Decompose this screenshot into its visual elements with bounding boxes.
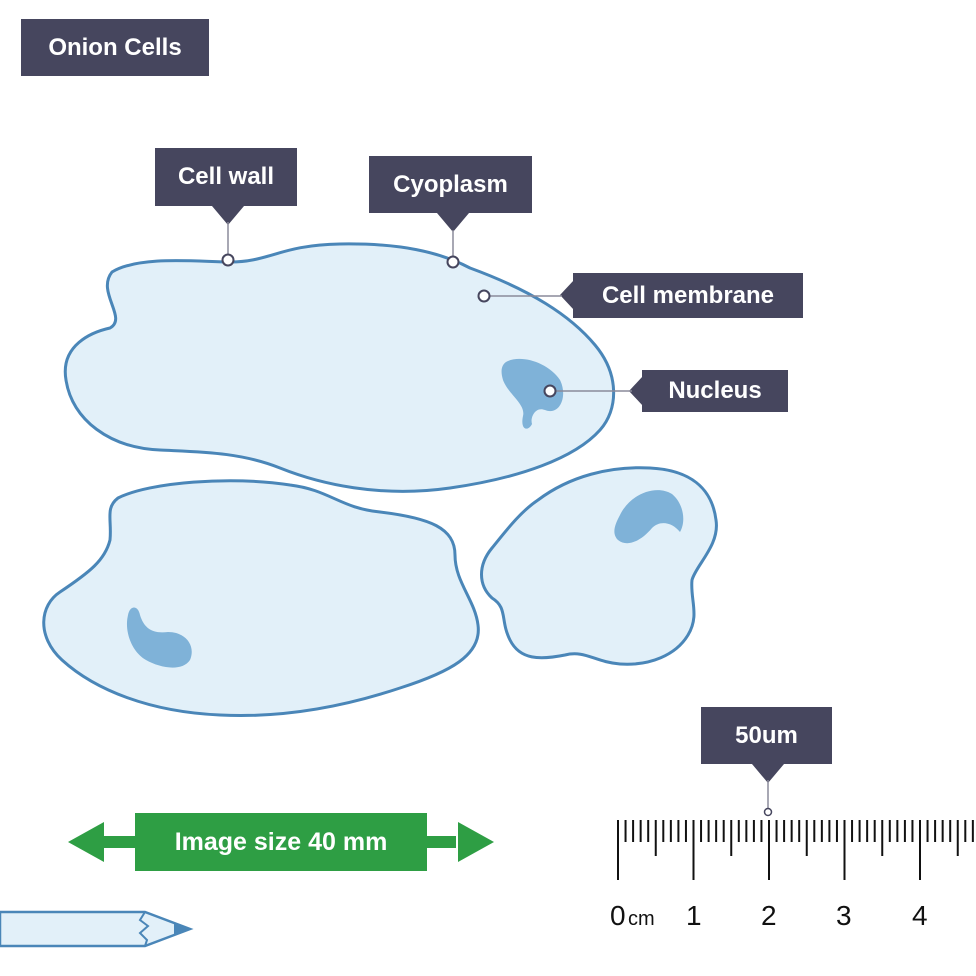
cell-wall-point: [221, 253, 235, 267]
ruler-unit-label: cm: [628, 908, 655, 930]
pencil-icon: [0, 910, 194, 948]
onion-cell-top: [63, 242, 616, 493]
cytoplasm-label: Cyoplasm: [369, 156, 532, 213]
cell-wall-label: Cell wall: [155, 148, 297, 206]
onion-cell-bottom-left: [42, 479, 480, 717]
cytoplasm-pointer: [437, 213, 469, 232]
scale-marker-point: [763, 807, 773, 817]
ruler-ticks: [617, 820, 974, 880]
image-size-label: Image size 40 mm: [135, 813, 427, 871]
scale-marker-label: 50um: [701, 707, 832, 764]
onion-cell-bottom-right: [480, 466, 718, 666]
nucleus-shape-top: [501, 358, 564, 429]
scale-marker-pointer: [752, 764, 784, 783]
cell-membrane-pointer: [560, 280, 574, 310]
cytoplasm-point: [446, 255, 460, 269]
nucleus-point: [543, 384, 557, 398]
ruler-number-4: 4: [912, 900, 928, 931]
nucleus-pointer: [629, 376, 643, 406]
cell-wall-pointer: [212, 206, 244, 225]
ruler-number-1: 1: [686, 900, 702, 931]
cell-membrane-label: Cell membrane: [573, 273, 803, 318]
nucleus-label: Nucleus: [642, 370, 788, 412]
title-label: Onion Cells: [21, 19, 209, 76]
nucleus-shape-bottom-left: [126, 607, 192, 668]
cell-membrane-point: [477, 289, 491, 303]
nucleus-shape-bottom-right: [614, 490, 684, 544]
ruler-number-2: 2: [761, 900, 777, 931]
ruler-number-3: 3: [836, 900, 852, 931]
ruler-number-0: 0: [610, 900, 626, 931]
